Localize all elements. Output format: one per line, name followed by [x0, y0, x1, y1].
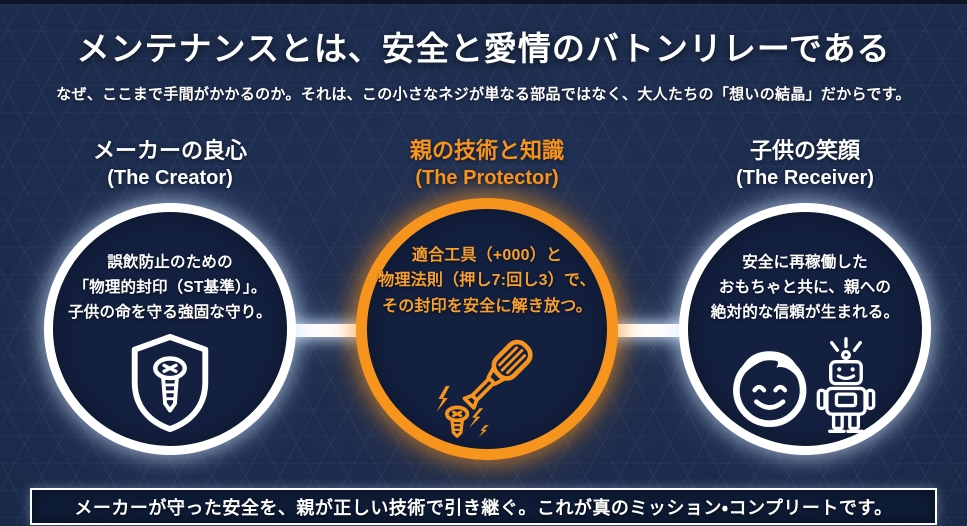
stage-receiver-subheading: (The Receiver) [736, 166, 874, 189]
stage-creator-subheading: (The Creator) [107, 166, 233, 189]
stage-protector: 親の技術と知識 (The Protector) 適合工具（+000）と 物理法則… [337, 137, 637, 460]
stage-creator: メーカーの良心 (The Creator) 誤飲防止のための 「物理的封印（ST… [20, 137, 320, 455]
screwdriver-spark-icon [431, 328, 543, 445]
stage-receiver: 子供の笑顔 (The Receiver) 安全に再稼働した おもちゃと共に、親へ… [655, 137, 955, 455]
stage-receiver-circle: 安全に再稼働した おもちゃと共に、親への 絶対的な信頼が生まれる。 [679, 202, 931, 455]
page-title: メンテナンスとは、安全と愛情のバトンリレーである [76, 30, 891, 67]
stage-protector-subheading: (The Protector) [415, 166, 559, 189]
stage-creator-circle: 誤飲防止のための 「物理的封印（ST基準）」。 子供の命を守る強固な守り。 [44, 202, 296, 455]
conclusion-banner: メーカーが守った安全を、親が正しい技術で引き継ぐ。これが真のミッション・コンプリ… [30, 488, 937, 525]
page-subtitle: なぜ、ここまで手間がかかるのか。それは、この小さなネジが単なる部品ではなく、大人… [56, 86, 911, 103]
child-robot-icon [724, 333, 886, 445]
conclusion-text: メーカーが守った安全を、親が正しい技術で引き継ぐ。これが真のミッション・コンプリ… [74, 497, 893, 518]
stage-protector-heading: 親の技術と知識 [409, 138, 564, 163]
shield-screw-icon [126, 333, 214, 438]
stage-protector-circle: 適合工具（+000）と 物理法則（押し7:回し3）で、 その封印を安全に解き放つ… [356, 197, 618, 460]
stage-protector-body: 適合工具（+000）と 物理法則（押し7:回し3）で、 その封印を安全に解き放つ… [378, 246, 596, 316]
stage-receiver-body: 安全に再稼働した おもちゃと共に、親への 絶対的な信頼が生まれる。 [710, 253, 900, 321]
stage-creator-body: 誤飲防止のための 「物理的封印（ST基準）」。 子供の命を守る強固な守り。 [68, 253, 272, 321]
stage-receiver-heading: 子供の笑顔 [749, 138, 860, 163]
stage-creator-heading: メーカーの良心 [92, 138, 247, 163]
